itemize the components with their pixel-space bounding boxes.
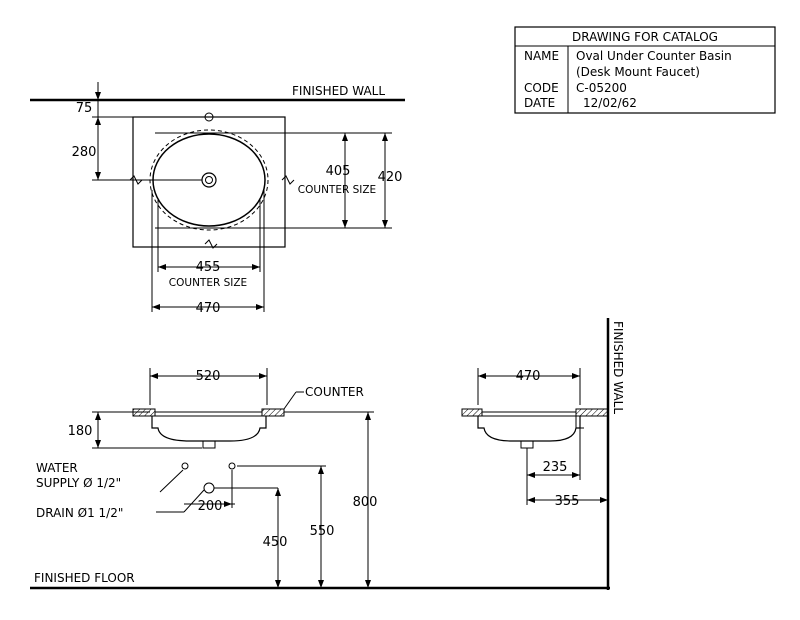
title-date-value: 12/02/62 [583, 96, 637, 110]
plan-counter-outline [132, 116, 286, 248]
title-code-label: CODE [524, 81, 559, 95]
dim-470-side: 470 [516, 369, 541, 384]
finished-wall-top-label: FINISHED WALL [292, 84, 385, 98]
basin-body-front [151, 416, 267, 442]
title-block: DRAWING FOR CATALOG NAME Oval Under Coun… [514, 26, 776, 114]
drain-hole-outer [201, 172, 217, 188]
front-elevation: FINISHED FLOOR COUNTER 520 180 WATER [30, 368, 610, 590]
counter-slab-right [261, 408, 285, 417]
dim-180: 180 [68, 424, 93, 439]
dim-800: 800 [353, 495, 378, 510]
title-code-value: C-05200 [576, 81, 627, 95]
water-supply-left [181, 462, 189, 470]
drain-hole-inner [205, 176, 213, 184]
dim-420: 420 [378, 170, 403, 185]
dim-280: 280 [72, 145, 97, 160]
dim-550: 550 [310, 524, 335, 539]
plan-break-mark-right [281, 175, 295, 185]
dim-470-plan: 470 [196, 301, 221, 316]
counter-label: COUNTER [305, 385, 364, 399]
plan-break-mark-bottom [204, 239, 218, 249]
counter-size-label-bottom: COUNTER SIZE [169, 277, 247, 289]
plan-view: FINISHED WALL 75 280 405 COUNTER SIZE [30, 82, 405, 316]
basin-body-side [477, 416, 581, 442]
dim-450: 450 [263, 535, 288, 550]
water-supply-label-2: SUPPLY Ø 1/2" [36, 476, 121, 490]
dim-355: 355 [555, 494, 580, 509]
water-supply-label-1: WATER [36, 461, 78, 475]
drain-circle [203, 482, 215, 494]
side-elevation: FINISHED WALL 470 235 355 [461, 318, 625, 590]
finished-wall-side-label: FINISHED WALL [611, 321, 625, 414]
side-counter-slab-left [461, 408, 483, 417]
water-supply-right [228, 462, 236, 470]
dim-235: 235 [543, 460, 568, 475]
dim-75: 75 [76, 101, 93, 116]
dim-200: 200 [198, 499, 223, 514]
drain-label: DRAIN Ø1 1/2" [36, 506, 123, 520]
finished-floor-label: FINISHED FLOOR [34, 571, 135, 585]
title-name-value-2: (Desk Mount Faucet) [576, 65, 700, 79]
drain-outlet-front [202, 440, 216, 449]
title-name-value: Oval Under Counter Basin [576, 49, 732, 63]
counter-size-label-right: COUNTER SIZE [298, 184, 376, 196]
title-date-label: DATE [524, 96, 555, 110]
drain-outlet-side [520, 440, 534, 449]
dim-520: 520 [196, 369, 221, 384]
title-name-label: NAME [524, 49, 559, 63]
dim-405: 405 [326, 164, 351, 179]
title-block-header: DRAWING FOR CATALOG [572, 30, 718, 44]
side-counter-slab-right [575, 408, 609, 417]
dim-455: 455 [196, 260, 221, 275]
